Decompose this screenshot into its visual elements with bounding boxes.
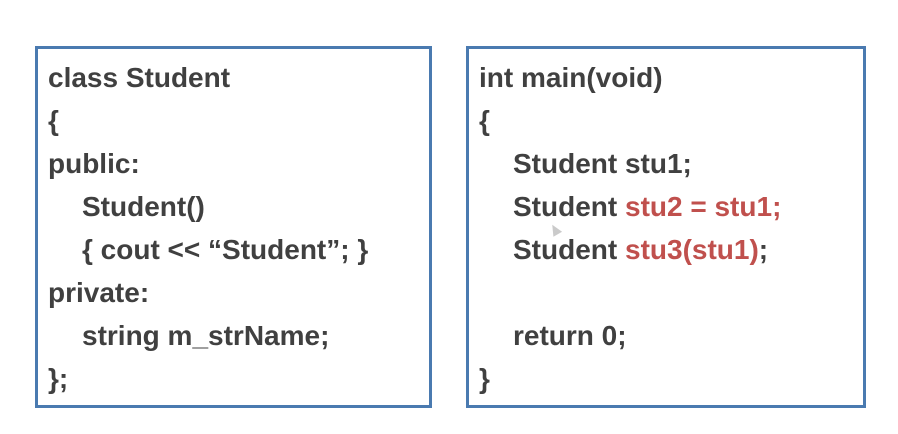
code-line-constructor-body: { cout << “Student”; } (82, 234, 369, 265)
code-line-main-open-brace: { (479, 105, 490, 136)
code-line-public: public: (48, 148, 140, 179)
code-line-constructor: Student() (82, 191, 205, 222)
stu3-type: Student (513, 234, 625, 265)
code-line-return: return 0; (513, 320, 627, 351)
stu2-type: Student (513, 191, 625, 222)
code-line-class-decl: class Student (48, 62, 231, 93)
code-line-main-close-brace: } (479, 363, 490, 394)
code-line-member: string m_strName; (82, 320, 330, 351)
code-line-main-decl: int main(void) (479, 62, 663, 93)
code-line-stu1: Student stu1; (513, 148, 692, 179)
code-line-close-brace: }; (48, 363, 69, 394)
stu3-semicolon: ; (758, 234, 769, 265)
stu2-semicolon: ; (772, 191, 782, 222)
stu3-copy-ctor-highlight: stu3(stu1) (625, 234, 759, 265)
code-line-stu2: Student stu2 = stu1; (513, 190, 781, 224)
code-line-open-brace: { (48, 105, 59, 136)
code-line-stu3: Student stu3(stu1); (513, 233, 768, 267)
main-function-code-box: int main(void) { Student stu1; Student s… (466, 46, 866, 408)
stu2-copy-init-highlight: stu2 = stu1 (625, 191, 773, 222)
student-class-code-box: class Student { public: Student() { cout… (35, 46, 432, 408)
code-line-private: private: (48, 277, 150, 308)
